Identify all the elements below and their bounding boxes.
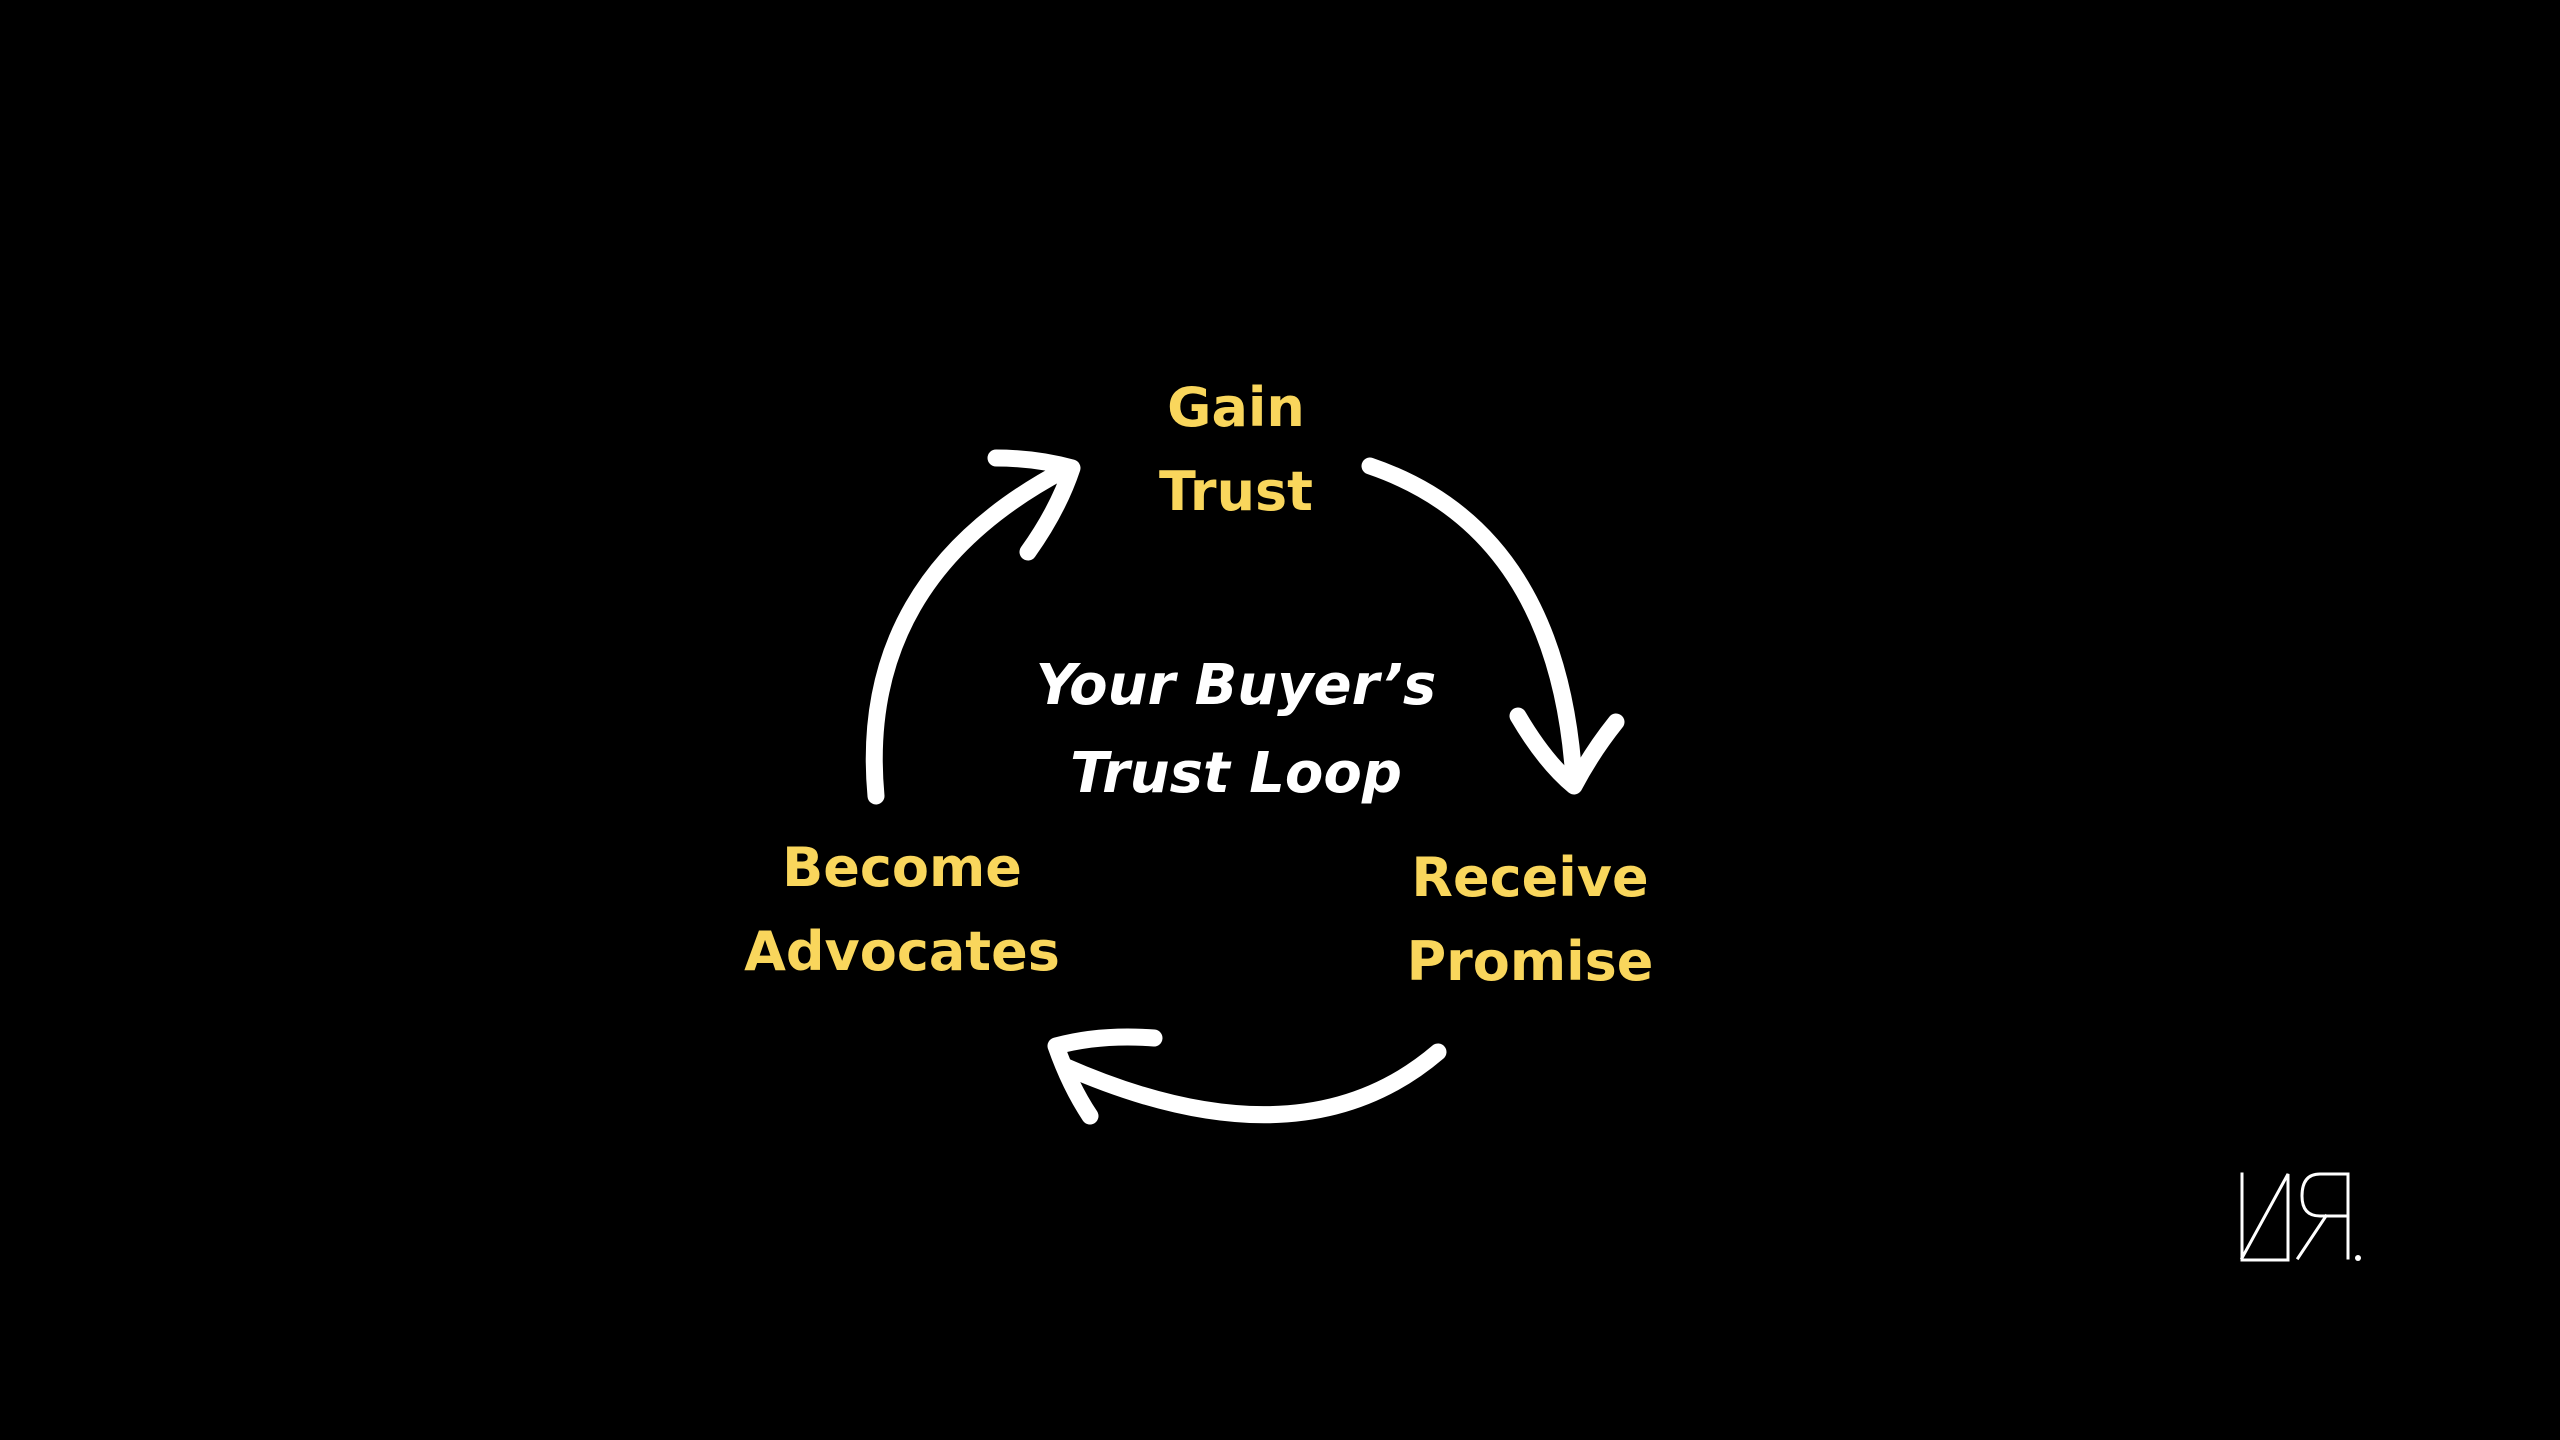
stage-gain-trust-line2: Trust [1159,460,1313,523]
stage-become-advocates: Become Advocates [744,826,1060,994]
arrow-become-to-gain-head [987,449,1081,561]
arrow-receive-to-become-head [1047,1028,1163,1125]
stage-receive-promise-line2: Promise [1406,930,1654,993]
stage-gain-trust-line1: Gain [1167,376,1305,439]
monogram-logo-icon [2239,1172,2361,1262]
stage-receive-promise: Receive Promise [1407,836,1654,1004]
arrow-gain-to-receive-curve [1361,457,1583,789]
arrow-become-to-gain [865,449,1081,805]
stage-gain-trust: Gain Trust [1159,366,1313,534]
center-title-line1: Your Buyer’s [1035,653,1437,718]
arrow-become-to-gain-curve [865,461,1073,805]
stage-become-advocates-line2: Advocates [744,920,1060,983]
arrow-gain-to-receive [1361,457,1625,795]
arrow-receive-to-become-curve [1055,1043,1447,1124]
arrow-receive-to-become [1047,1028,1447,1125]
arrow-gain-to-receive-head [1509,707,1625,795]
center-title: Your Buyer’s Trust Loop [1036,642,1436,818]
stage-receive-promise-line1: Receive [1411,846,1649,909]
center-title-line2: Trust Loop [1070,741,1402,806]
stage-become-advocates-line1: Become [782,836,1022,899]
